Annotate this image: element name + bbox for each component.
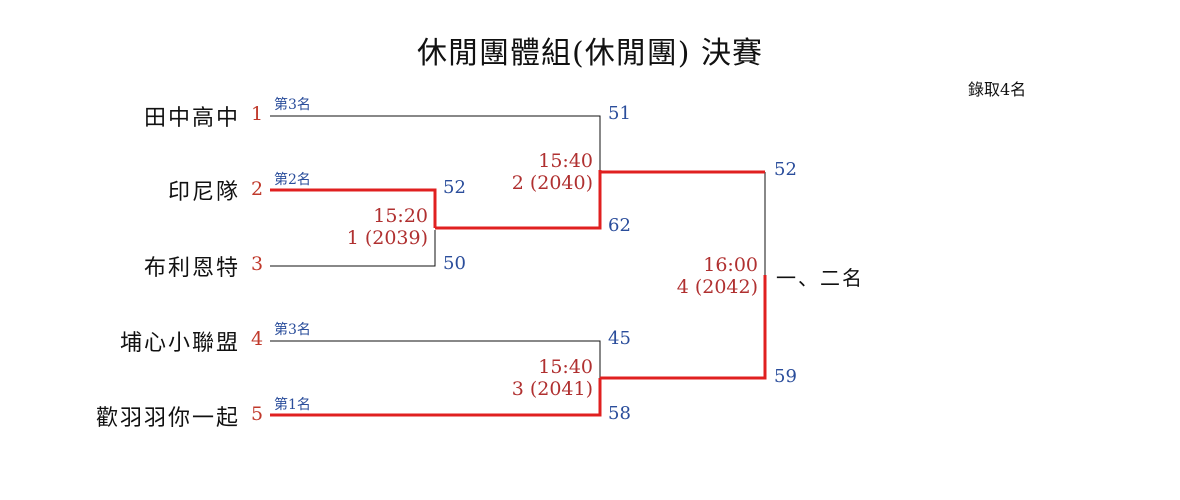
match-info-2041: 15:40 3 (2041): [460, 356, 593, 400]
match-score: 59: [774, 366, 797, 387]
match-info-2039: 15:20 1 (2039): [300, 205, 428, 249]
line-w2041: [600, 275, 767, 380]
team-name: 布利恩特: [143, 256, 240, 281]
match-score: 51: [608, 103, 631, 124]
line-team2: [270, 188, 437, 228]
line-team5: [270, 378, 602, 417]
team-rank: 第3名: [274, 97, 311, 113]
match-time: 15:20: [373, 205, 428, 227]
qualify-note: 錄取4名: [968, 80, 1027, 99]
match-score: 58: [608, 403, 631, 424]
match-label: 2 (2040): [511, 172, 593, 194]
team-rank: 第1名: [274, 397, 311, 413]
team-name: 歡羽羽你一起: [95, 406, 240, 431]
match-label: 3 (2041): [511, 378, 593, 400]
team-seed: 4: [251, 328, 264, 350]
match-time: 15:40: [538, 356, 593, 378]
match-score: 50: [443, 253, 466, 274]
match-score: 52: [443, 177, 466, 198]
final-placement-label: 一、二名: [776, 266, 864, 290]
match-score: 52: [774, 159, 797, 180]
team-seed: 5: [251, 403, 264, 425]
match-score: 45: [608, 328, 631, 349]
team-seed: 3: [251, 253, 264, 275]
match-time: 16:00: [703, 254, 758, 276]
match-time: 15:40: [538, 150, 593, 172]
team-seed: 1: [251, 103, 264, 125]
line-team1: [270, 115, 601, 170]
line-team3: [270, 230, 436, 267]
team-name: 埔心小聯盟: [119, 331, 240, 356]
page-title: 休閒團體組(休閒團) 決賽: [417, 36, 763, 71]
match-info-2040: 15:40 2 (2040): [460, 150, 593, 194]
line-w2039: [435, 170, 602, 230]
team-rank: 第3名: [274, 322, 311, 338]
match-label: 4 (2042): [676, 276, 758, 298]
match-info-2042: 16:00 4 (2042): [620, 254, 758, 298]
team-name: 田中高中: [143, 106, 240, 131]
line-team4: [270, 340, 601, 378]
team-rank: 第2名: [274, 172, 311, 188]
match-label: 1 (2039): [346, 227, 428, 249]
match-score: 62: [608, 215, 631, 236]
team-seed: 2: [251, 178, 264, 200]
team-name: 印尼隊: [167, 180, 240, 205]
